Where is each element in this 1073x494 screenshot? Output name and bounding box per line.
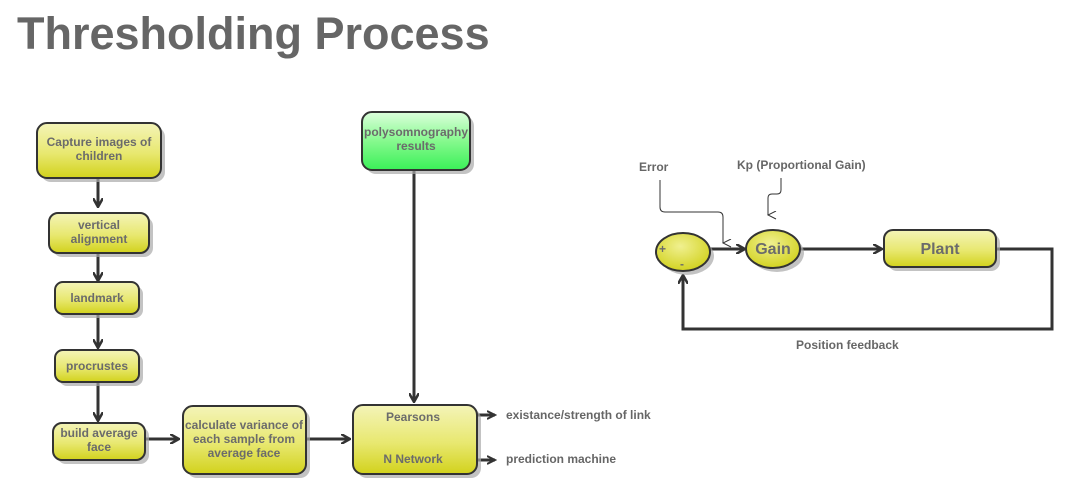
node-capture-line2: children <box>76 149 123 163</box>
node-poly-line2: results <box>396 139 436 153</box>
edge-feedback-loop <box>683 247 1054 331</box>
node-vertical-alignment[interactable]: vertical alignment <box>48 212 153 257</box>
node-variance-line3: average face <box>208 446 281 460</box>
plant-label: Plant <box>920 241 960 258</box>
node-build-average-face[interactable]: build average face <box>52 422 149 464</box>
node-plant[interactable]: Plant <box>883 229 1000 271</box>
node-average-line2: face <box>87 440 111 454</box>
node-procrustes-label: procrustes <box>66 359 128 373</box>
error-connector <box>659 180 723 243</box>
node-polysomnography-results[interactable]: polysomnography results <box>361 111 474 174</box>
node-summing-junction[interactable]: + - <box>655 232 714 275</box>
node-average-line1: build average <box>60 426 138 440</box>
node-gain[interactable]: Gain <box>745 229 804 272</box>
sum-plus-sign: + <box>659 242 666 256</box>
gain-label: Gain <box>755 241 791 258</box>
pearsons-output-label: existance/strength of link <box>506 408 651 422</box>
node-poly-line1: polysomnography <box>364 125 468 139</box>
node-vertical-line2: alignment <box>71 232 128 246</box>
node-landmark-label: landmark <box>70 291 124 305</box>
node-nnetwork-label: N Network <box>383 452 443 466</box>
kp-connector <box>768 178 782 215</box>
node-landmark[interactable]: landmark <box>54 281 143 318</box>
node-calculate-variance[interactable]: calculate variance of each sample from a… <box>182 405 310 478</box>
node-procrustes[interactable]: procrustes <box>54 349 143 386</box>
node-capture-images[interactable]: Capture images of children <box>36 122 165 182</box>
node-pearsons-label: Pearsons <box>386 410 440 424</box>
feedback-label: Position feedback <box>796 338 899 352</box>
node-analysis[interactable]: Pearsons N Network <box>352 404 481 478</box>
node-variance-line1: calculate variance of <box>185 418 304 432</box>
node-capture-line1: Capture images of <box>47 135 153 149</box>
node-variance-line2: each sample from <box>193 432 295 446</box>
page-title: Thresholding Process <box>17 8 490 59</box>
nnetwork-output-label: prediction machine <box>506 452 616 466</box>
node-vertical-line1: vertical <box>78 218 120 232</box>
sum-minus-sign: - <box>680 257 684 271</box>
error-label: Error <box>639 160 669 174</box>
kp-label: Kp (Proportional Gain) <box>737 158 866 172</box>
